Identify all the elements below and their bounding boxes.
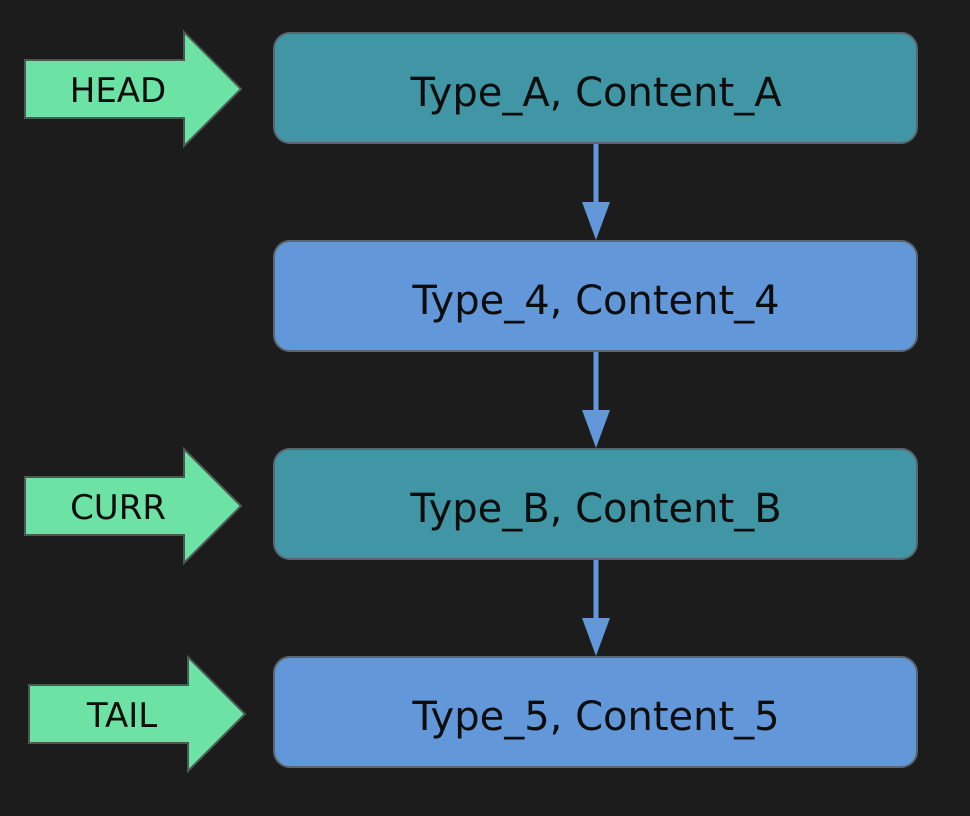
curr-pointer-label: CURR	[70, 488, 166, 528]
list-node-a: Type_A, Content_A	[273, 32, 918, 144]
head-arrow-shape	[24, 29, 243, 149]
node-box	[273, 448, 918, 560]
node-label: Type_A, Content_A	[409, 70, 782, 116]
node-box	[273, 240, 918, 352]
node-box	[273, 32, 918, 144]
list-node-4: Type_4, Content_4	[273, 240, 918, 352]
curr-arrow-shape	[24, 446, 243, 566]
connector-1-2	[582, 352, 610, 448]
curr-pointer: CURR	[24, 446, 243, 566]
tail-pointer: TAIL	[28, 654, 247, 774]
connector-0-1	[582, 144, 610, 240]
head-pointer-label: HEAD	[70, 71, 167, 111]
list-node-5: Type_5, Content_5	[273, 656, 918, 768]
tail-pointer-label: TAIL	[86, 696, 157, 736]
node-label: Type_B, Content_B	[409, 486, 781, 532]
head-pointer: HEAD	[24, 29, 243, 149]
connector-2-3	[582, 560, 610, 656]
node-label: Type_5, Content_5	[411, 694, 779, 740]
list-node-b: Type_B, Content_B	[273, 448, 918, 560]
node-box	[273, 656, 918, 768]
node-label: Type_4, Content_4	[411, 278, 779, 324]
tail-arrow-shape	[28, 654, 247, 774]
